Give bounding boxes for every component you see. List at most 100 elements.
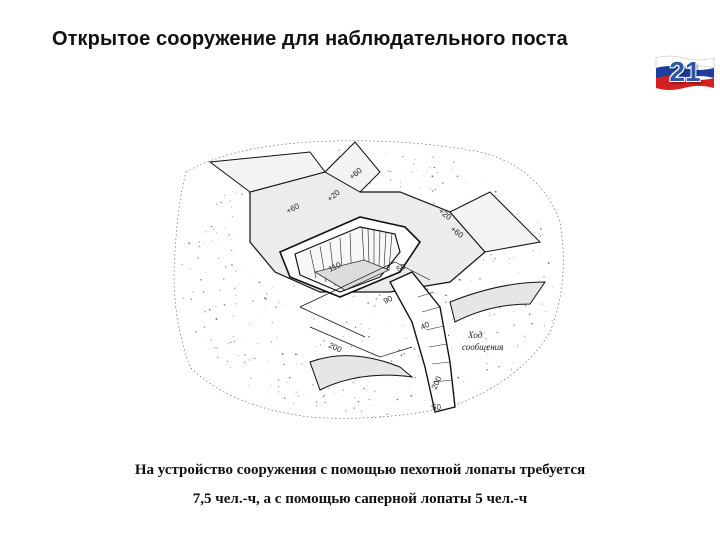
- ground-speck: [210, 338, 213, 341]
- ground-speck: [543, 325, 545, 327]
- ground-speck: [235, 235, 237, 237]
- ground-speck: [451, 169, 453, 170]
- ground-speck: [429, 167, 431, 169]
- ground-speck: [539, 233, 540, 235]
- ground-speck: [432, 202, 435, 204]
- ground-speck: [250, 377, 252, 379]
- ground-speck: [537, 222, 538, 223]
- ground-speck: [539, 228, 542, 230]
- ground-speck: [233, 315, 235, 317]
- ground-speck: [386, 413, 388, 415]
- ground-speck: [213, 241, 215, 243]
- ground-speck: [512, 361, 514, 363]
- ground-speck: [235, 303, 237, 305]
- ground-speck: [493, 347, 495, 349]
- ground-speck: [523, 335, 526, 338]
- ground-speck: [445, 294, 447, 297]
- ground-speck: [321, 303, 323, 304]
- ground-speck: [255, 289, 257, 290]
- ground-speck: [423, 175, 425, 177]
- ground-speck: [258, 342, 260, 344]
- ground-speck: [411, 171, 414, 173]
- ground-speck: [216, 356, 219, 359]
- ground-speck: [295, 391, 297, 393]
- ground-speck: [296, 353, 298, 355]
- ground-speck: [488, 312, 491, 314]
- ground-speck: [203, 326, 206, 329]
- ground-speck: [338, 149, 340, 151]
- ground-speck: [313, 297, 315, 298]
- ground-speck: [244, 354, 246, 356]
- ground-speck: [460, 202, 462, 203]
- ground-speck: [409, 386, 411, 388]
- ground-speck: [391, 299, 392, 301]
- ground-speck: [501, 349, 504, 351]
- label-width-90: 90: [382, 294, 394, 306]
- ground-speck: [256, 343, 257, 344]
- ground-speck: [188, 242, 191, 245]
- ground-speck: [509, 258, 511, 260]
- ground-speck: [542, 234, 544, 236]
- ground-speck: [324, 401, 327, 404]
- ground-speck: [218, 289, 221, 292]
- ground-speck: [400, 186, 402, 188]
- ground-speck: [385, 380, 387, 382]
- ground-speck: [387, 170, 390, 172]
- ground-speck: [485, 337, 487, 340]
- ground-speck: [424, 153, 426, 155]
- ground-speck: [201, 341, 203, 343]
- ground-speck: [349, 305, 351, 307]
- ground-speck: [511, 257, 513, 258]
- ground-speck: [482, 345, 483, 346]
- ground-speck: [228, 234, 230, 236]
- ground-speck: [310, 316, 312, 318]
- ground-speck: [492, 260, 494, 262]
- ground-speck: [462, 380, 465, 383]
- ground-speck: [248, 385, 249, 387]
- ground-speck: [371, 352, 373, 354]
- ground-speck: [249, 359, 251, 360]
- ground-speck: [313, 318, 315, 320]
- ground-speck: [218, 257, 220, 259]
- ground-speck: [310, 306, 312, 308]
- russian-flag-icon: [655, 55, 715, 90]
- ground-speck: [402, 156, 404, 158]
- ground-speck: [266, 370, 268, 372]
- ground-speck: [361, 340, 364, 342]
- ground-speck: [324, 393, 326, 395]
- parapet-top-wing: [324, 141, 381, 193]
- ground-speck: [464, 197, 466, 199]
- ground-speck: [372, 415, 374, 417]
- ground-speck: [195, 330, 198, 333]
- ground-speck: [417, 355, 420, 357]
- ground-speck: [236, 194, 238, 196]
- ground-speck: [354, 380, 356, 382]
- ground-speck: [494, 194, 497, 196]
- ground-speck: [360, 323, 362, 325]
- ground-speck: [275, 274, 277, 276]
- ground-speck: [229, 200, 231, 202]
- ground-speck: [205, 272, 207, 274]
- ground-speck: [212, 228, 215, 230]
- ground-speck: [457, 279, 459, 281]
- ground-speck: [276, 336, 278, 338]
- ground-speck: [251, 321, 253, 323]
- caption-line-1: На устройство сооружения с помощью пехот…: [134, 462, 586, 478]
- ground-speck: [414, 158, 416, 160]
- ground-speck: [230, 366, 232, 369]
- ground-speck: [235, 191, 237, 193]
- ground-speck: [403, 353, 405, 355]
- ground-speck: [388, 322, 390, 324]
- ground-speck: [539, 235, 542, 237]
- ground-speck: [257, 337, 259, 339]
- ground-speck: [367, 302, 370, 304]
- ground-speck: [296, 363, 297, 364]
- observation-post-drawing: +60 +60 +60 +20 +20 110 50 90 40 200 200…: [173, 140, 564, 419]
- ground-speck: [231, 206, 233, 208]
- right-embankment: [449, 281, 546, 323]
- ground-speck: [368, 328, 370, 330]
- ground-speck: [494, 257, 496, 260]
- ground-speck: [403, 172, 404, 173]
- ground-speck: [514, 310, 516, 312]
- ground-speck: [493, 313, 495, 316]
